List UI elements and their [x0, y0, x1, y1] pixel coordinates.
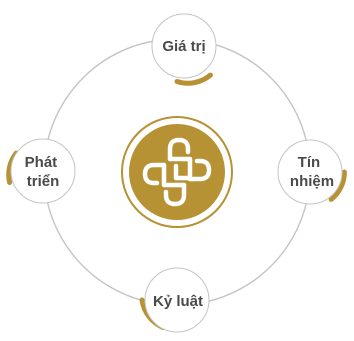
- node-top-label-line-1: Giá trị: [162, 38, 205, 55]
- node-right-bubble: [277, 139, 343, 205]
- node-top-gold-arc: [174, 72, 213, 86]
- svg-text:Phát triển: Phát triển: [25, 154, 62, 190]
- node-left-bubble: [10, 138, 76, 204]
- node-left-label-line-2: triển: [27, 173, 60, 190]
- svg-text:Tín nhiệm: Tín nhiệm: [290, 154, 334, 190]
- svg-text:Kỷ luật: Kỷ luật: [153, 293, 203, 310]
- node-bottom-label-line-1: Kỷ luật: [153, 293, 203, 310]
- node-right-gold-arc: [328, 169, 347, 202]
- node-left: Phát triển: [6, 138, 76, 204]
- node-right-label-line-1: Tín: [298, 154, 321, 171]
- node-right: Tín nhiệm: [277, 139, 347, 205]
- node-right-label-line-2: nhiệm: [290, 173, 334, 190]
- node-bottom-bubble: [144, 267, 210, 333]
- node-top-bubble: [151, 13, 217, 79]
- node-top: Giá trị: [151, 13, 217, 86]
- svg-text:Giá trị: Giá trị: [162, 38, 205, 55]
- center-emblem: [121, 116, 233, 228]
- node-left-label-line-1: Phát: [25, 154, 58, 171]
- interlocking-knot-emblem-icon: [142, 137, 212, 207]
- node-bottom: Kỷ luật: [139, 267, 210, 333]
